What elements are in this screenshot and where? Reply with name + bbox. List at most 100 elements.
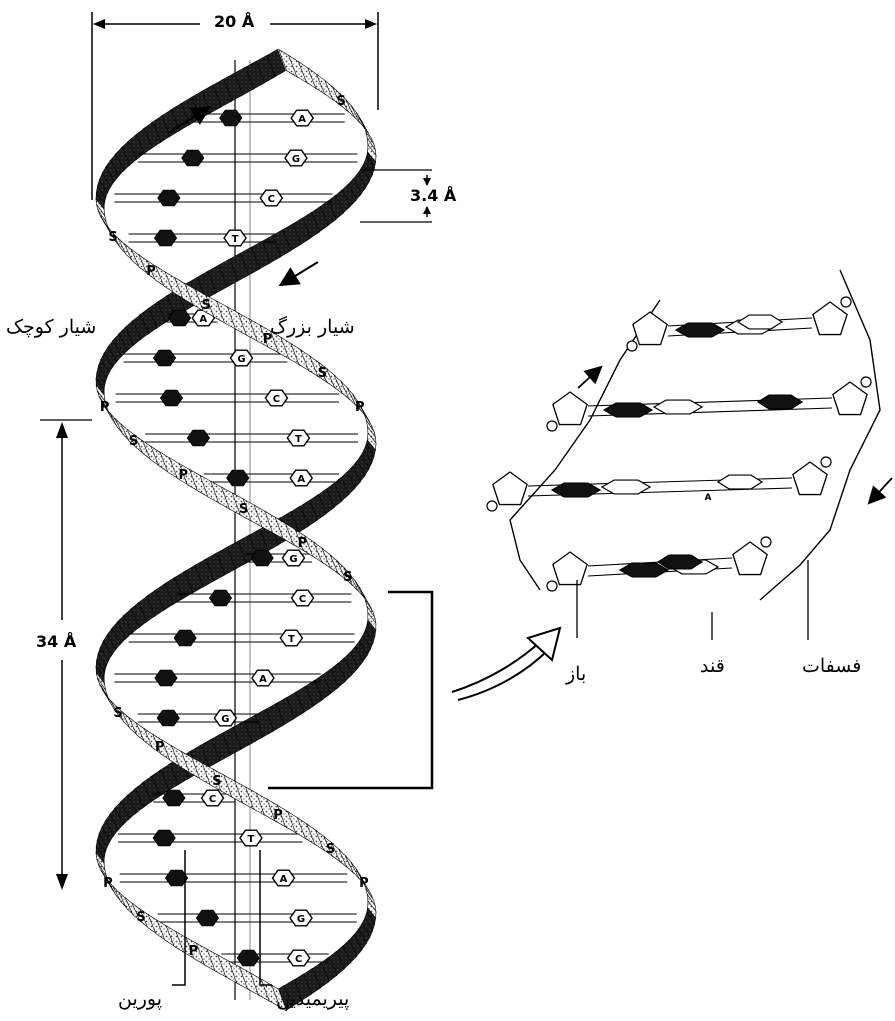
strand-letter: P [178,468,188,483]
base-letter: G [292,154,300,165]
base-letter: C [295,954,302,965]
base-ring [738,315,782,329]
strand-letter: S [343,570,352,585]
strand-letter: S [136,910,145,925]
base-letter: C [273,394,280,405]
base-hexagon-dark [209,590,231,606]
sugar-ring [493,472,527,505]
base-hexagon-dark [153,830,175,846]
strand-letter: P [355,400,365,415]
base-hexagon-dark [155,670,177,686]
molecule-arrow-up [578,368,600,388]
strand-letter: P [100,400,110,415]
base-letter: A [280,874,288,885]
base-ring-light [602,480,650,494]
base-ring [658,555,702,569]
major-groove-label: شیار بزرگ [270,318,355,337]
base-ring [758,395,802,409]
base-letter: G [297,914,305,925]
base-hexagon-dark [196,910,218,926]
base-hexagon-dark [155,230,177,246]
strand-letter: S [239,502,248,517]
sugar-ring [733,542,767,575]
strand-letter: P [359,876,369,891]
base-letter: A [297,474,305,485]
minor-groove-label: شیار کوچک [6,318,96,337]
molecule-arrow-down [870,478,892,502]
base-ring-dark [552,483,600,497]
base-letter: G [221,714,229,725]
base-hexagon-dark [174,630,196,646]
strand-letter: S [129,434,138,449]
base-letter: G [289,554,297,565]
base-letter: A [298,114,306,125]
strand-letter: S [202,298,211,313]
base-letter: C [299,594,306,605]
strand-letter: P [189,944,199,959]
base-letter: A [259,674,267,685]
base-letter: G [237,354,245,365]
purine-label: پورین [118,990,162,1009]
base-letter: C [209,794,216,805]
pitch-label: 34 Å [36,632,76,652]
strand-letter: S [318,366,327,381]
sugar-ring [793,462,827,495]
base-letter: T [232,234,239,245]
strand-letter: S [113,706,122,721]
base-hexagon-dark [220,110,242,126]
base-letter: A [199,314,207,325]
width-label: 20 Å [210,14,258,30]
strand-letter: S [337,94,346,109]
base-ring [718,475,762,489]
base-ring-dark [604,403,652,417]
section-bracket [268,592,432,788]
base-ring-dark [676,323,724,337]
base-hexagon-dark [227,470,249,486]
strand-letter: P [146,264,156,279]
base-hexagon-dark [237,950,259,966]
base-letter: C [268,194,275,205]
phosphate-oxygen [547,581,557,591]
base-ring-light [654,400,702,414]
sugar-label: قند [700,657,725,676]
phosphate-oxygen [861,377,871,387]
base-hexagon-dark [154,350,176,366]
strand-direction-arrow-down [282,262,318,284]
phosphate-oxygen [761,537,771,547]
molecule-base-letter: A [705,493,712,503]
strand-letter: P [155,740,165,755]
rise-label: 3.4 Å [410,188,456,204]
molecular-detail: A [487,270,880,600]
base-letter: T [248,834,255,845]
base-label: باز [566,665,586,684]
phosphate-oxygen [821,457,831,467]
base-hexagon-dark [251,550,273,566]
phosphate-label: فسفات [802,657,861,676]
strand-letter: P [103,876,113,891]
zoom-arrow [452,628,560,700]
pitch-dimension [40,420,92,890]
strand-letter: P [298,536,308,551]
base-hexagon-dark [182,150,204,166]
base-hexagon-dark [163,790,185,806]
base-hexagon-dark [157,710,179,726]
base-hexagon-dark [160,390,182,406]
base-hexagon-dark [158,190,180,206]
phosphate-oxygen [841,297,851,307]
sugar-ring [633,312,667,345]
strand-letter: S [108,230,117,245]
strand-letter: S [326,842,335,857]
sugar-ring [553,552,587,585]
strand-letter: S [212,774,221,789]
base-hexagon-dark [187,430,209,446]
phosphate-oxygen [547,421,557,431]
strand-letter: P [273,808,283,823]
base-hexagon-dark [169,310,191,326]
pyrimidine-callout [260,850,272,985]
sugar-ring [833,382,867,415]
base-letter: T [295,434,302,445]
pyrimidine-label: پیریمیدین [276,990,349,1009]
base-letter: T [288,634,295,645]
